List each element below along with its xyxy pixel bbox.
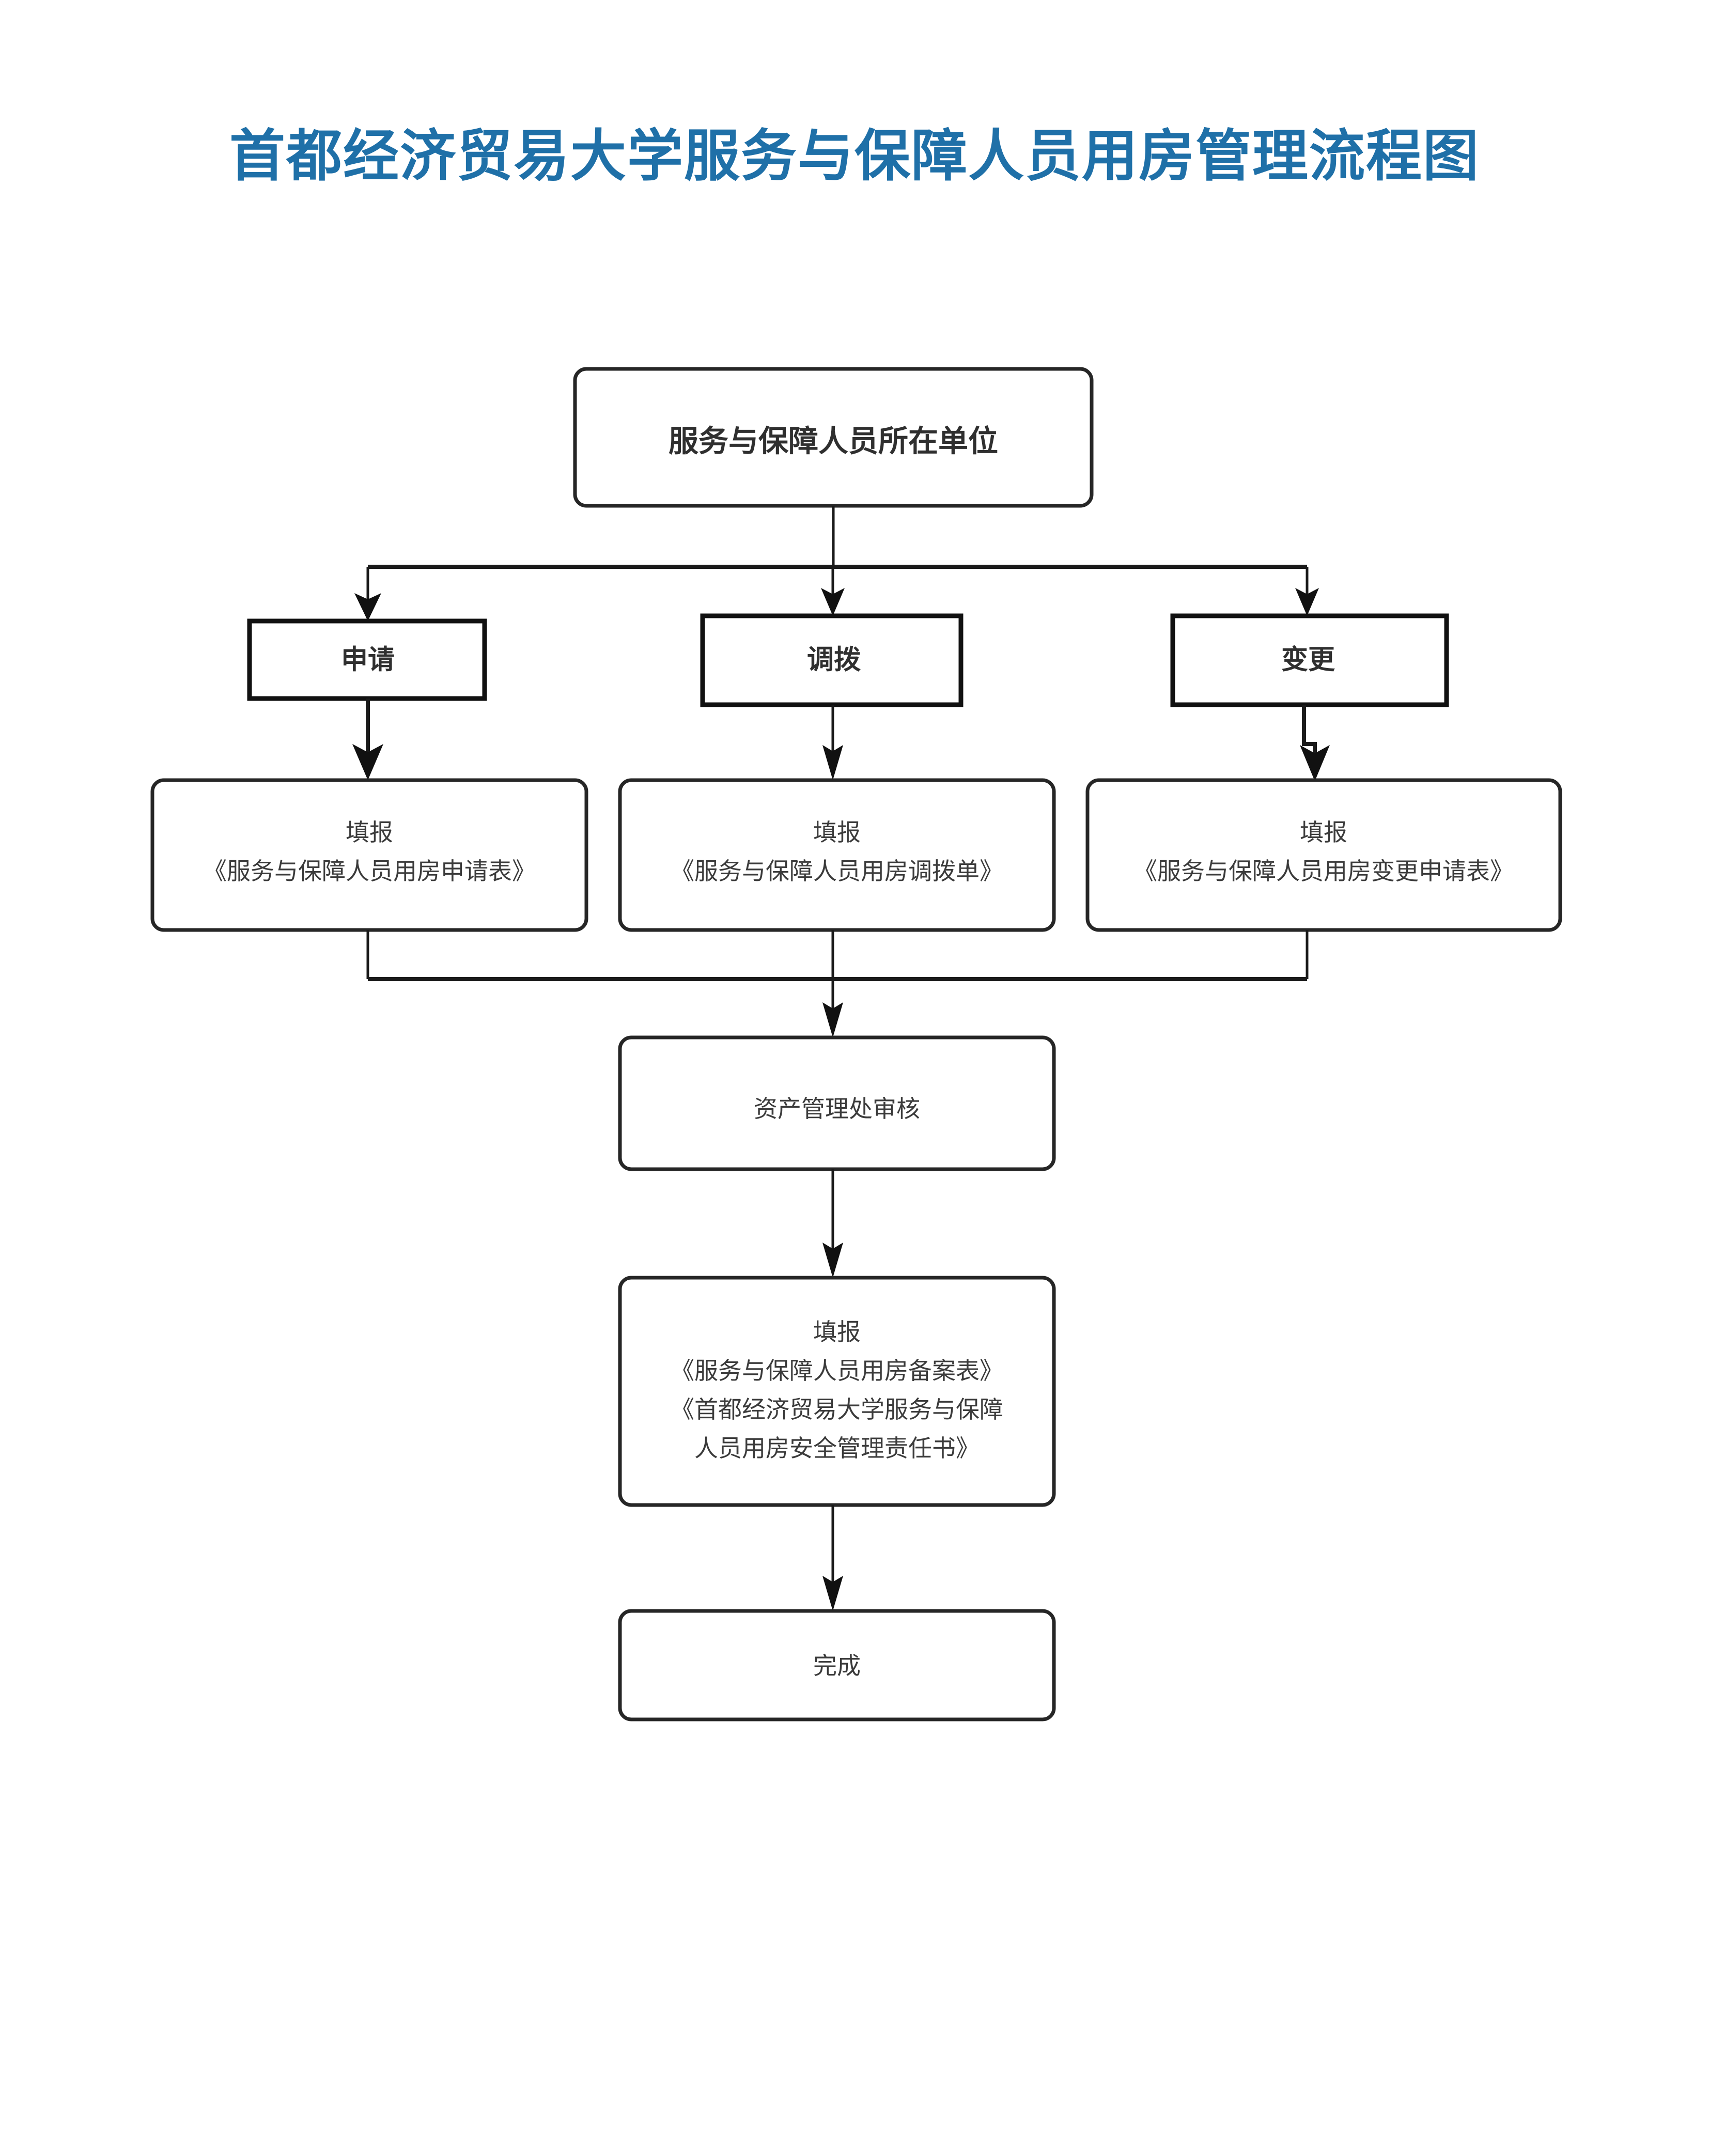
connector-bus-to-branch-apply — [354, 567, 381, 621]
review-node-label: 资产管理处审核 — [754, 1095, 920, 1122]
form-apply-line-2: 《服务与保障人员用房申请表》 — [203, 858, 536, 885]
connector-allocate-to-form — [822, 705, 843, 780]
record-node-shape — [618, 1276, 1056, 1507]
branch-apply-label: 申请 — [341, 645, 395, 675]
form-apply[interactable]: 填报 《服务与保障人员用房申请表》 — [150, 778, 588, 932]
branch-change[interactable]: 变更 — [1170, 613, 1449, 707]
page-title: 首都经济贸易大学服务与保障人员用房管理流程图 — [229, 126, 1480, 188]
form-allocate[interactable]: 填报 《服务与保障人员用房调拨单》 — [618, 778, 1056, 932]
record-node-line-3: 《首都经济贸易大学服务与保障 — [671, 1396, 1003, 1423]
start-node[interactable]: 服务与保障人员所在单位 — [573, 367, 1094, 508]
finish-node-shape — [618, 1609, 1056, 1721]
review-node[interactable]: 资产管理处审核 — [618, 1035, 1056, 1171]
connector-apply-to-form — [352, 699, 383, 780]
finish-node[interactable]: 完成 — [618, 1609, 1056, 1721]
branch-allocate[interactable]: 调拨 — [700, 613, 964, 707]
finish-node-label: 完成 — [813, 1652, 861, 1679]
record-node[interactable]: 填报 《服务与保障人员用房备案表》 《首都经济贸易大学服务与保障 人员用房安全管… — [618, 1276, 1056, 1507]
branch-allocate-label: 调拨 — [807, 645, 861, 675]
form-allocate-line-1: 填报 — [813, 819, 861, 846]
record-node-line-4: 人员用房安全管理责任书》 — [694, 1435, 980, 1462]
form-change[interactable]: 填报 《服务与保障人员用房变更申请表》 — [1085, 778, 1562, 932]
record-node-line-1: 填报 — [813, 1319, 861, 1345]
start-node-label: 服务与保障人员所在单位 — [669, 424, 998, 458]
branch-allocate-shape — [700, 613, 964, 707]
connector-change-to-form — [1300, 705, 1330, 781]
form-allocate-shape — [618, 778, 1056, 932]
form-change-line-1: 填报 — [1300, 819, 1347, 846]
form-apply-line-1: 填报 — [346, 819, 393, 846]
connector-review-to-record — [822, 1169, 843, 1278]
branch-change-label: 变更 — [1281, 645, 1335, 675]
form-change-shape — [1085, 778, 1562, 932]
branch-change-shape — [1170, 613, 1449, 707]
connector-forms-to-review — [366, 930, 1309, 1037]
connector-bus-to-branch-change — [1295, 567, 1319, 616]
form-change-line-2: 《服务与保障人员用房变更申请表》 — [1133, 858, 1514, 885]
review-node-shape — [618, 1035, 1056, 1171]
form-allocate-line-2: 《服务与保障人员用房调拨单》 — [671, 858, 1003, 885]
connector-record-to-finish — [822, 1505, 843, 1611]
connector-start-to-bus — [368, 506, 1307, 569]
connector-bus-to-branch-allocate — [821, 567, 845, 616]
record-node-line-2: 《服务与保障人员用房备案表》 — [671, 1357, 1003, 1384]
form-apply-shape — [150, 778, 588, 932]
branch-apply[interactable]: 申请 — [247, 618, 487, 701]
